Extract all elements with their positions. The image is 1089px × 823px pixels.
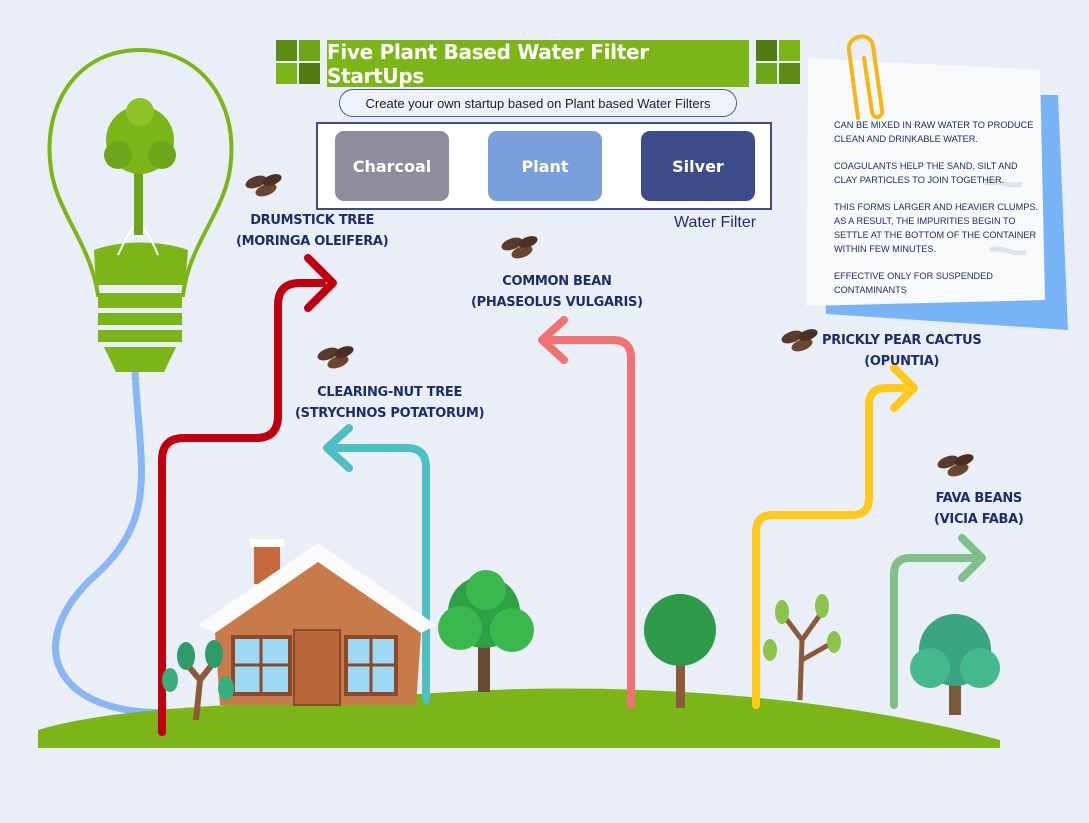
plant-label-clearing-nut: CLEARING-NUT TREE (STRYCHNOS POTATORUM) [295,382,485,424]
ground-hill [38,688,1000,748]
note-paragraph: EFFECTIVE ONLY FOR SUSPENDED CONTAMINANT… [834,271,993,295]
tree-icon [910,614,1000,715]
page-subtitle: Create your own startup based on Plant b… [339,89,737,117]
filter-step-silver: Silver [641,131,755,201]
title-tiles-left [276,40,320,84]
tree-icon [438,570,534,692]
arrow-fava-beans [890,534,986,709]
note-paragraph: CAN BE MIXED IN RAW WATER TO PRODUCE CLE… [834,120,1034,144]
arrow-drumstick [158,254,337,736]
plant-name: DRUMSTICK TREE [250,213,375,228]
tree-icon [644,594,716,708]
note-paragraph: THIS FORMS LARGER AND HEAVIER CLUMPS. AS… [834,202,1039,254]
page-title: Five Plant Based Water Filter StartUps [327,40,749,88]
tree-icon [763,594,841,701]
sticky-note [806,58,1068,330]
plant-latin-name: (OPUNTIA) [864,354,940,369]
plant-latin-name: (MORINGA OLEIFERA) [236,234,389,249]
seeds-icon [501,236,538,259]
plant-label-common-bean: COMMON BEAN (PHASEOLUS VULGARIS) [471,271,643,313]
seeds-icon [245,174,282,197]
plant-name: PRICKLY PEAR CACTUS [822,333,982,348]
seeds-icon [781,329,818,352]
paperclip-icon [846,34,885,120]
seeds-icon [317,346,354,369]
plant-name: COMMON BEAN [502,274,612,289]
plant-label-drumstick: DRUMSTICK TREE (MORINGA OLEIFERA) [236,210,389,252]
note-paragraph: COAGULANTS HELP THE SAND, SILT AND CLAY … [834,161,1018,185]
plant-label-fava-beans: FAVA BEANS (VICIA FABA) [934,488,1024,530]
plant-name: CLEARING-NUT TREE [317,385,463,400]
water-filter-label: Water Filter [674,214,757,231]
sticky-note-text: CAN BE MIXED IN RAW WATER TO PRODUCE CLE… [834,118,1039,310]
title-tiles-right [756,40,800,84]
tree-icon [162,640,234,721]
seeds-icon [937,454,974,477]
plant-latin-name: (STRYCHNOS POTATORUM) [295,406,485,421]
plant-label-prickly-pear: PRICKLY PEAR CACTUS (OPUNTIA) [822,330,982,372]
house-icon [198,539,436,706]
filter-step-charcoal: Charcoal [335,131,449,201]
filter-step-plant: Plant [488,131,602,201]
arrow-prickly-pear [752,364,918,709]
bulb-cord [52,368,184,717]
lightbulb-tree-icon [47,47,234,372]
plant-name: FAVA BEANS [935,491,1023,506]
plant-latin-name: (VICIA FABA) [934,512,1024,527]
arrow-clearing-nut [323,424,430,704]
arrow-common-bean [538,316,635,709]
plant-latin-name: (PHASEOLUS VULGARIS) [471,295,643,310]
